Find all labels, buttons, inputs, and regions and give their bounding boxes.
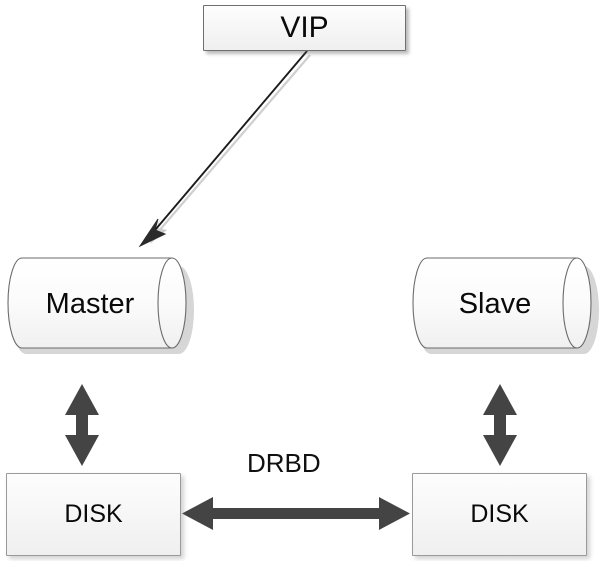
node-disk-master-label: DISK [64, 500, 123, 528]
edge-vip-to-master [138, 50, 311, 248]
node-vip[interactable]: VIP [203, 5, 406, 51]
node-disk-master[interactable]: DISK [6, 473, 181, 556]
node-disk-slave[interactable]: DISK [412, 473, 587, 556]
edge-label-drbd: DRBD [247, 448, 321, 478]
edge-slave-to-disk-slave [483, 384, 517, 466]
cylinder-shape-master [7, 257, 194, 354]
node-slave[interactable]: Slave [411, 257, 599, 354]
node-master-label: Master [45, 287, 135, 320]
edge-disk-to-disk-drbd [182, 497, 410, 530]
node-slave-label: Slave [458, 287, 532, 320]
cylinder-shape-slave [412, 257, 599, 354]
node-disk-slave-label: DISK [470, 500, 529, 528]
edge-master-to-disk-master [65, 384, 99, 466]
node-master[interactable]: Master [6, 257, 194, 354]
node-vip-label: VIP [280, 11, 329, 44]
